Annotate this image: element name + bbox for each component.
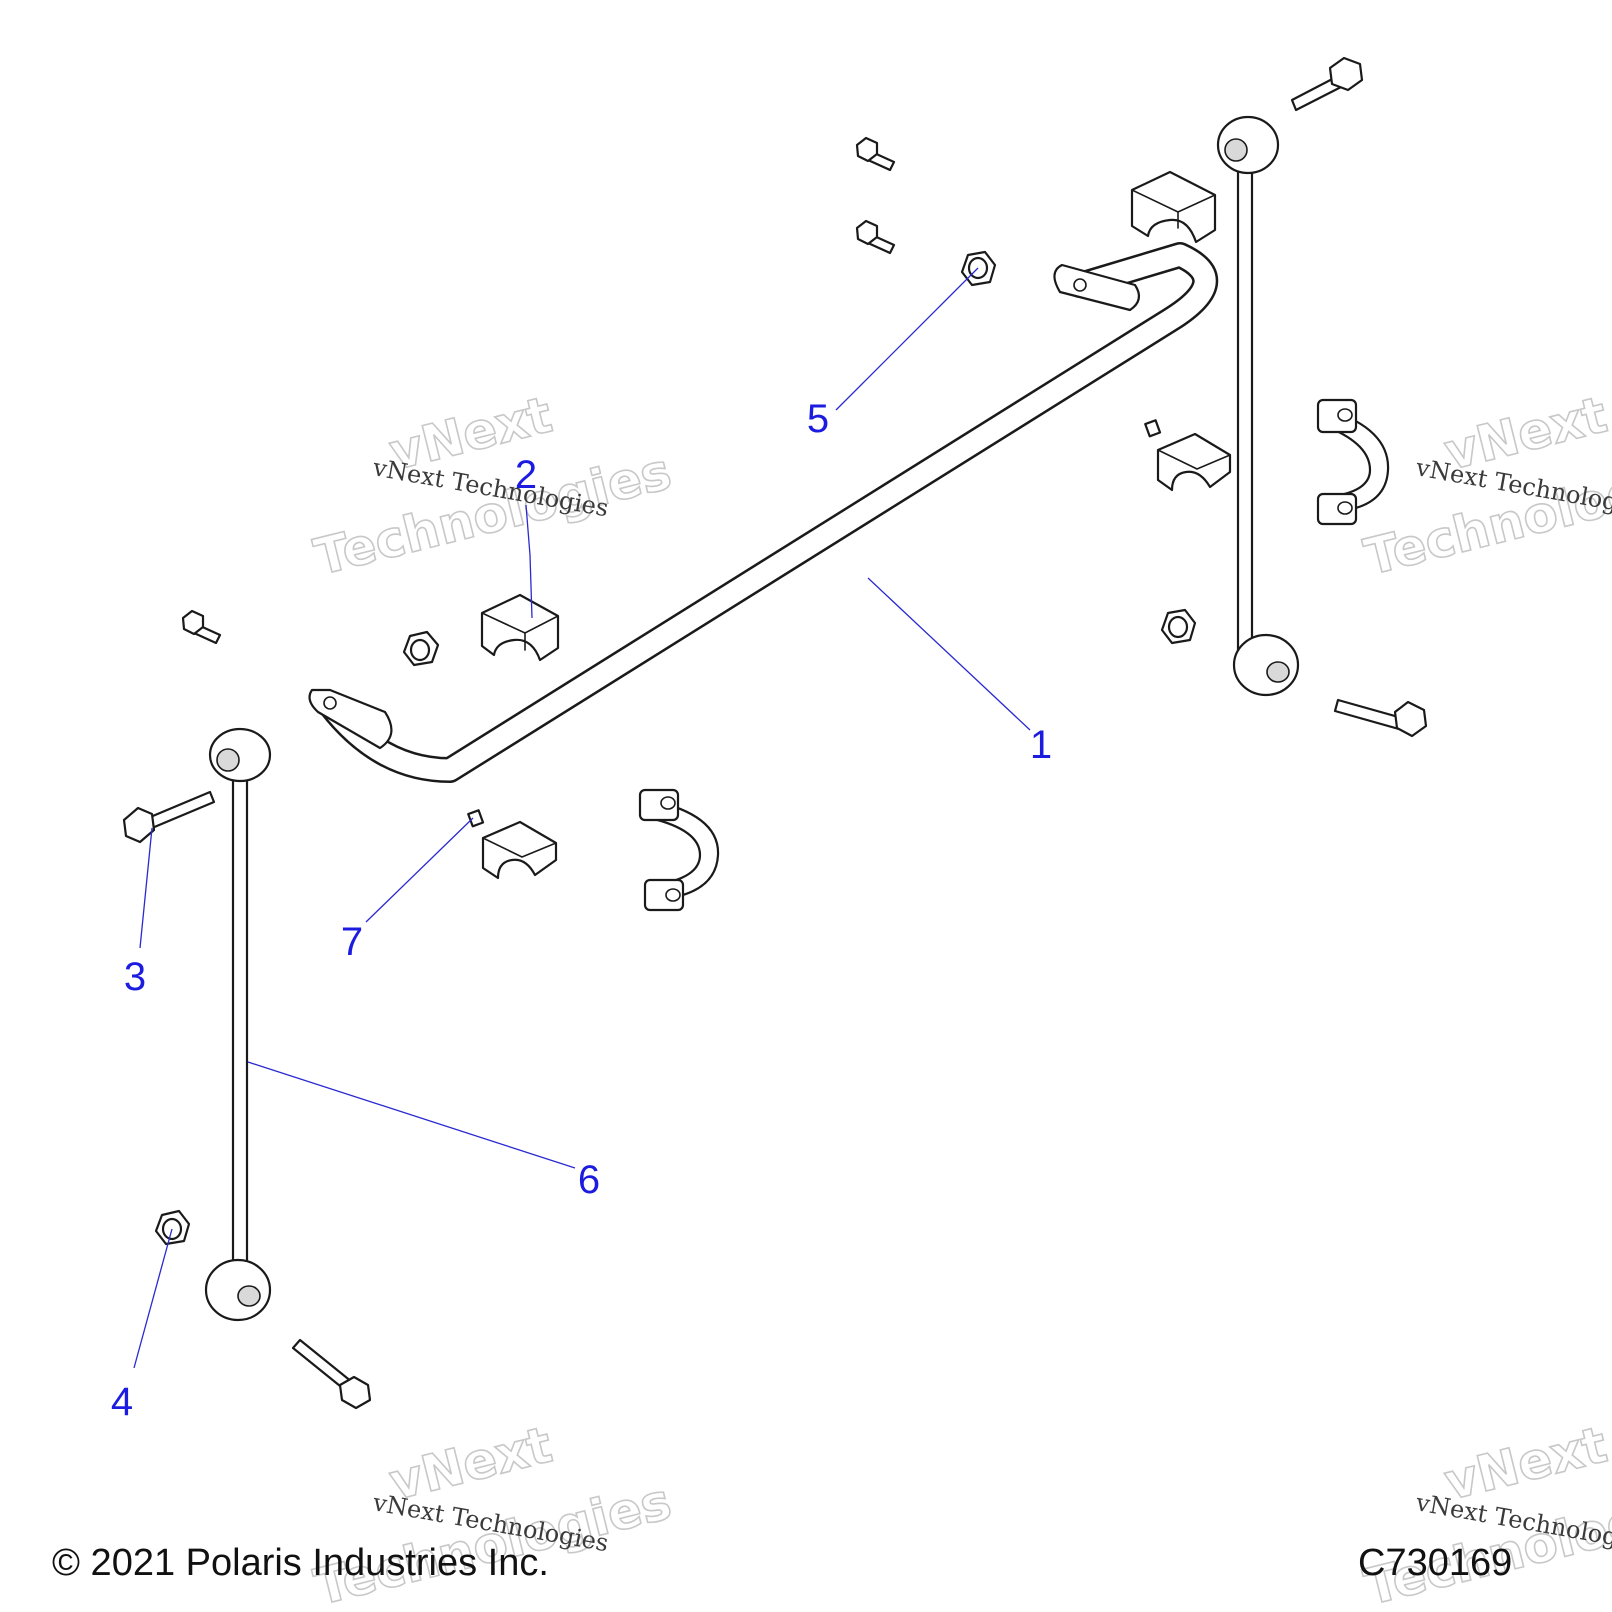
clamp-bolt-top-2: [855, 219, 896, 255]
callout-1: 1: [1030, 723, 1052, 767]
nut-left: [402, 630, 440, 667]
bolt-right-upper: [1290, 56, 1364, 112]
watermark-outline-bottom: Technologies: [309, 442, 677, 586]
callout-2: 2: [515, 453, 537, 497]
leader-4: [133, 1228, 173, 1369]
bushing-lower-left: [481, 820, 558, 880]
leader-1: [867, 577, 1031, 731]
clamp-left: [638, 788, 720, 912]
nut-upper-center: [960, 250, 997, 287]
callout-numbers: 1 2 3 4 5 6 7: [111, 397, 1052, 1424]
nut-right: [1160, 608, 1197, 645]
callout-3: 3: [124, 955, 146, 999]
bushing-right: [1156, 432, 1232, 492]
clamp-bolt-top-1: [855, 136, 896, 172]
clamp-bolt-left: [181, 609, 222, 645]
leader-5: [835, 267, 979, 411]
grease-fitting-left: [467, 809, 485, 828]
bushing-left: [480, 593, 560, 662]
callout-6: 6: [578, 1158, 600, 1202]
callout-4: 4: [111, 1380, 133, 1424]
bushing-upper-right: [1130, 170, 1217, 244]
copyright-text: © 2021 Polaris Industries Inc.: [52, 1542, 549, 1584]
leader-lines: [133, 267, 1031, 1369]
leader-7: [365, 817, 474, 923]
watermark-top-left: vNext Technologies vNext Technologies: [308, 385, 677, 588]
clamp-right: [1316, 398, 1390, 526]
bolt-left-upper: [122, 790, 216, 844]
nut-lower-left: [154, 1209, 191, 1246]
link-rod-right: [1216, 115, 1300, 697]
callout-7: 7: [341, 920, 363, 964]
bolt-right-lower: [1333, 698, 1428, 738]
leader-3: [139, 827, 153, 949]
leader-6: [247, 1061, 576, 1169]
stabilizer-bar: [308, 242, 1219, 783]
leader-2: [525, 504, 533, 619]
bolt-left-lower: [291, 1338, 372, 1410]
grease-fitting-right: [1144, 419, 1162, 438]
diagram-code: C730169: [1358, 1542, 1512, 1584]
callout-5: 5: [807, 397, 829, 441]
watermark-top-right: vNext Technologies vNext Technologies: [1358, 385, 1612, 588]
link-rod-left: [204, 727, 272, 1322]
